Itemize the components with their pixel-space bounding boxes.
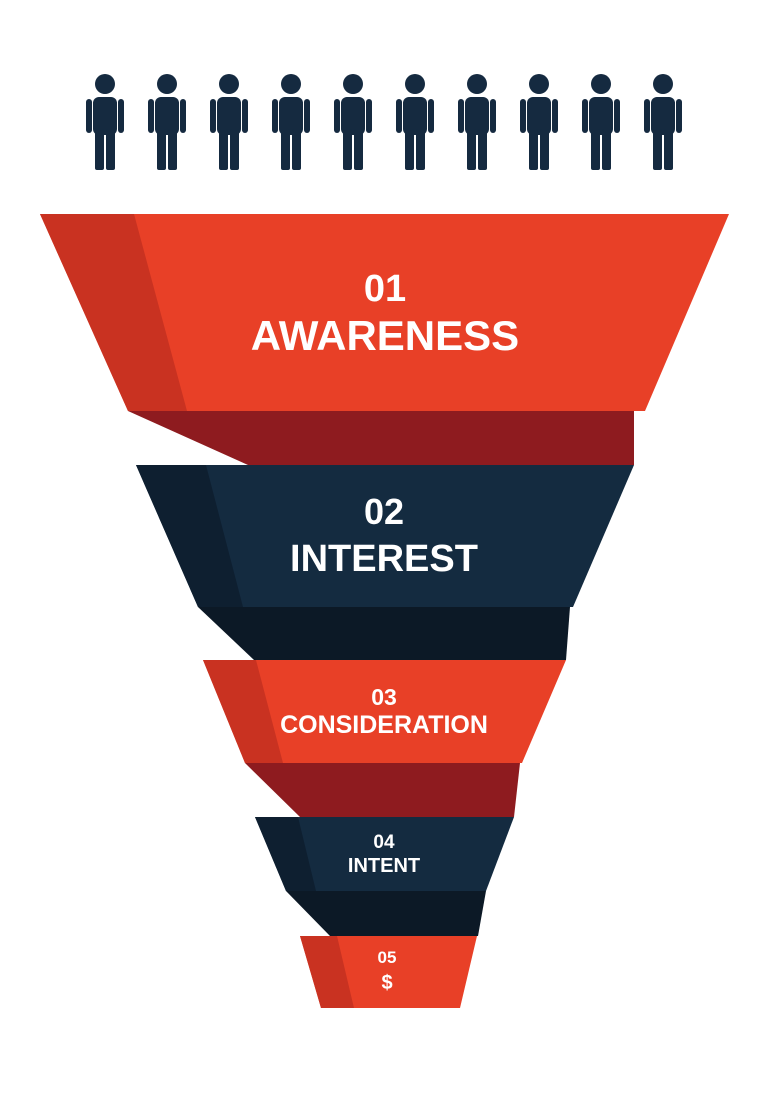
stage-1-label: AWARENESS (251, 312, 519, 359)
stage-5-revenue: 05 $ (300, 936, 477, 1008)
ribbon-1-2 (128, 411, 634, 465)
people-row (86, 74, 682, 170)
person-icon (396, 74, 434, 170)
stage-2-band (136, 465, 634, 607)
stage-2-label: INTEREST (290, 538, 478, 580)
funnel-ribbons (128, 411, 634, 936)
stage-1-awareness: 01 AWARENESS (40, 214, 729, 411)
person-icon (582, 74, 620, 170)
ribbon-3-4 (245, 763, 520, 817)
stage-1-band-shade (40, 214, 187, 411)
person-icon (272, 74, 310, 170)
stage-3-label: CONSIDERATION (280, 711, 488, 739)
stage-4-intent: 04 INTENT (255, 817, 514, 891)
person-icon (458, 74, 496, 170)
ribbon-4-5 (286, 891, 486, 936)
stage-4-label: INTENT (348, 855, 420, 877)
stage-5-band-shade (300, 936, 354, 1008)
stage-1-number: 01 (364, 268, 406, 310)
stage-5-label: $ (381, 972, 392, 994)
ribbon-2-3 (198, 607, 570, 660)
stage-2-interest: 02 INTEREST (136, 465, 634, 607)
stage-3-band-shade (203, 660, 283, 763)
stage-3-band (203, 660, 566, 763)
stage-5-number: 05 (378, 948, 397, 967)
stage-2-band-shade (136, 465, 243, 607)
person-icon (148, 74, 186, 170)
stage-3-consideration: 03 CONSIDERATION (203, 660, 566, 763)
stage-4-band (255, 817, 514, 891)
stage-3-number: 03 (371, 684, 397, 710)
stage-1-band (40, 214, 729, 411)
person-icon (520, 74, 558, 170)
person-icon (644, 74, 682, 170)
stage-4-number: 04 (373, 832, 395, 853)
stage-4-band-shade (255, 817, 316, 891)
person-icon (334, 74, 372, 170)
stage-2-number: 02 (364, 491, 404, 532)
person-icon (86, 74, 124, 170)
person-icon (210, 74, 248, 170)
